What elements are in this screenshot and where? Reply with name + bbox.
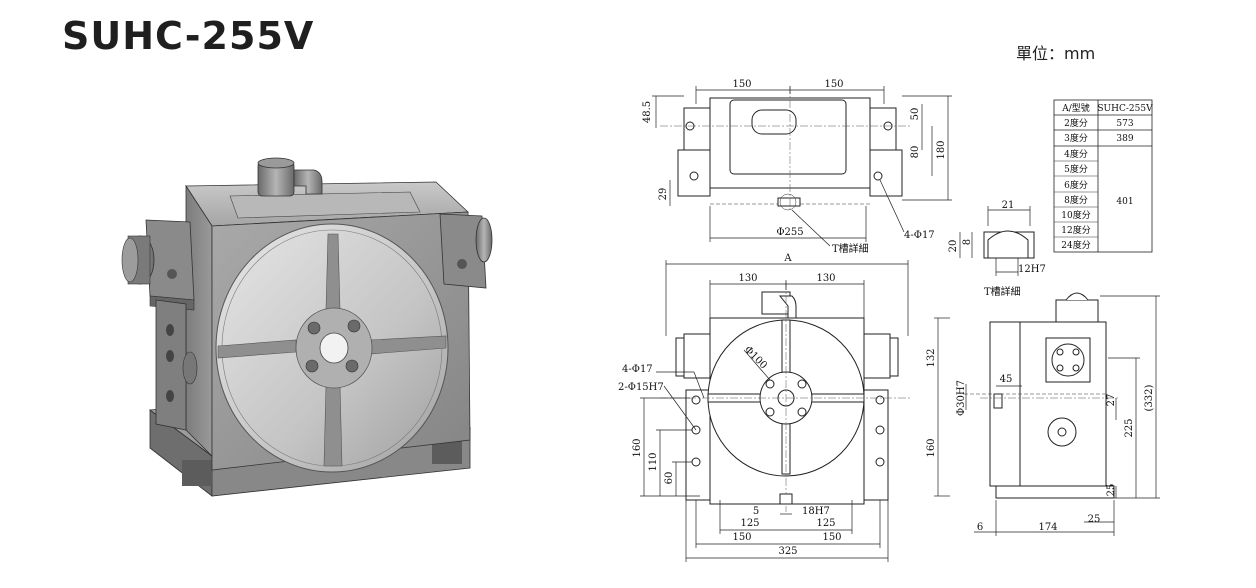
- dim-332: (332): [1144, 384, 1155, 411]
- dim-dia-30h7: Φ30H7: [956, 380, 967, 416]
- t-slot-detail-label: T槽詳細: [832, 242, 869, 255]
- dim-60: 60: [664, 472, 675, 485]
- dim-45: 45: [1000, 374, 1013, 385]
- dim-12h7: 12H7: [1018, 264, 1046, 275]
- dim-48-5: 48.5: [642, 101, 653, 123]
- dim-130-right: 130: [816, 273, 835, 284]
- dim-50: 50: [910, 108, 921, 121]
- table-row-value: 389: [1116, 134, 1133, 144]
- table-row-label: 3度分: [1064, 132, 1088, 144]
- page-title: SUHC-255V: [62, 14, 315, 58]
- table-header-model: A/型號: [1061, 102, 1090, 114]
- table-row-label: 5度分: [1064, 163, 1088, 175]
- dim-150-left: 150: [732, 532, 751, 543]
- dim-325: 325: [778, 546, 797, 557]
- dim-132: 132: [926, 348, 937, 367]
- dim-150-right: 150: [822, 532, 841, 543]
- table-row-label: 2度分: [1064, 117, 1088, 129]
- table-row-label: 24度分: [1061, 239, 1090, 251]
- dim-a: A: [783, 253, 792, 264]
- unit-label: 單位：mm: [1016, 44, 1096, 63]
- table-row-label: 4度分: [1064, 148, 1088, 160]
- dim-180: 180: [936, 140, 947, 159]
- dim-4-dia-17-top: 4-Φ17: [904, 230, 935, 241]
- dim-dia-255: Φ255: [776, 227, 803, 238]
- table-row-label: 8度分: [1064, 194, 1088, 206]
- dim-25-horizontal: 25: [1088, 514, 1101, 525]
- dim-4-dia-17-front: 4-Φ17: [622, 364, 653, 375]
- dim-160-right: 160: [926, 438, 937, 457]
- table-merged-value: 401: [1116, 197, 1133, 207]
- side-view: [964, 292, 1160, 536]
- dim-6: 6: [977, 522, 983, 533]
- product-render: [121, 157, 493, 497]
- spec-table-text: A/型號 SUHC-255V 2度分 573 3度分 389 4度分 5度分 6…: [1061, 102, 1153, 251]
- table-row-label: 10度分: [1061, 209, 1090, 221]
- t-slot-detail: [959, 206, 1035, 276]
- table-header-value: SUHC-255V: [1097, 104, 1153, 114]
- dim-80: 80: [910, 146, 921, 159]
- t-slot-detail-caption: T槽詳細: [984, 285, 1021, 298]
- dim-25-vertical: 25: [1106, 484, 1117, 497]
- dim-21: 21: [1002, 200, 1015, 211]
- table-row-label: 6度分: [1064, 179, 1088, 191]
- dim-160-left: 160: [632, 438, 643, 457]
- dim-top-150-right: 150: [824, 79, 843, 90]
- dim-18h7: 18H7: [802, 506, 830, 517]
- dim-top-150-left: 150: [732, 79, 751, 90]
- table-row-value: 573: [1116, 119, 1133, 129]
- dim-174: 174: [1038, 522, 1057, 533]
- dim-125-left: 125: [740, 518, 759, 529]
- dim-130-left: 130: [738, 273, 757, 284]
- top-view: [652, 86, 952, 247]
- dim-110: 110: [648, 452, 659, 471]
- front-view: [640, 260, 950, 562]
- dim-27: 27: [1106, 394, 1117, 407]
- spec-table: [1053, 99, 1153, 253]
- dim-5: 5: [753, 506, 759, 517]
- dim-29: 29: [658, 188, 669, 201]
- dim-8: 8: [962, 239, 973, 245]
- dim-225: 225: [1124, 418, 1135, 437]
- dim-2-dia-15h7: 2-Φ15H7: [618, 382, 664, 393]
- dim-125-right: 125: [816, 518, 835, 529]
- dim-20: 20: [948, 240, 959, 253]
- table-row-label: 12度分: [1061, 224, 1090, 236]
